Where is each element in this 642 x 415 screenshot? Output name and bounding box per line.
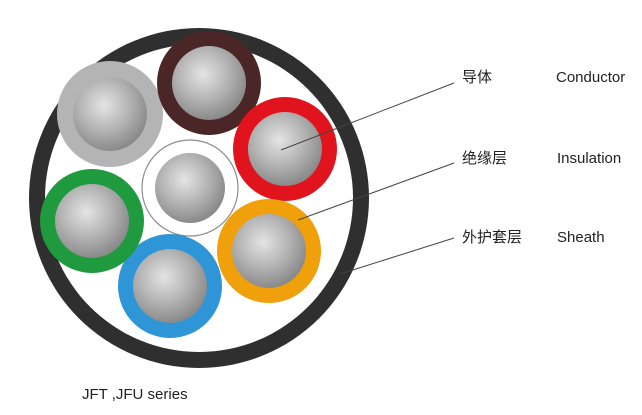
label-insulation-en: Insulation xyxy=(557,150,621,167)
core-blue xyxy=(118,234,222,338)
label-conductor-en: Conductor xyxy=(556,69,625,86)
core-brown-conductor xyxy=(172,46,246,120)
center-core-conductor xyxy=(155,153,225,223)
core-red-conductor xyxy=(248,112,322,186)
core-gray xyxy=(57,61,163,167)
leader-line-insulation xyxy=(297,162,455,221)
leader-line-sheath xyxy=(339,237,455,275)
core-orange xyxy=(217,199,321,303)
label-conductor-cn: 导体 xyxy=(462,68,492,86)
core-brown xyxy=(157,31,261,135)
label-insulation-cn: 绝缘层 xyxy=(462,149,507,167)
core-red xyxy=(233,97,337,201)
core-gray-conductor xyxy=(73,77,147,151)
label-sheath-cn: 外护套层 xyxy=(462,228,522,246)
series-caption: JFT ,JFU series xyxy=(82,386,188,403)
core-blue-conductor xyxy=(133,249,207,323)
label-sheath-en: Sheath xyxy=(557,229,605,246)
core-orange-conductor xyxy=(232,214,306,288)
core-green-conductor xyxy=(55,184,129,258)
leader-line-conductor xyxy=(280,82,455,151)
core-green xyxy=(40,169,144,273)
